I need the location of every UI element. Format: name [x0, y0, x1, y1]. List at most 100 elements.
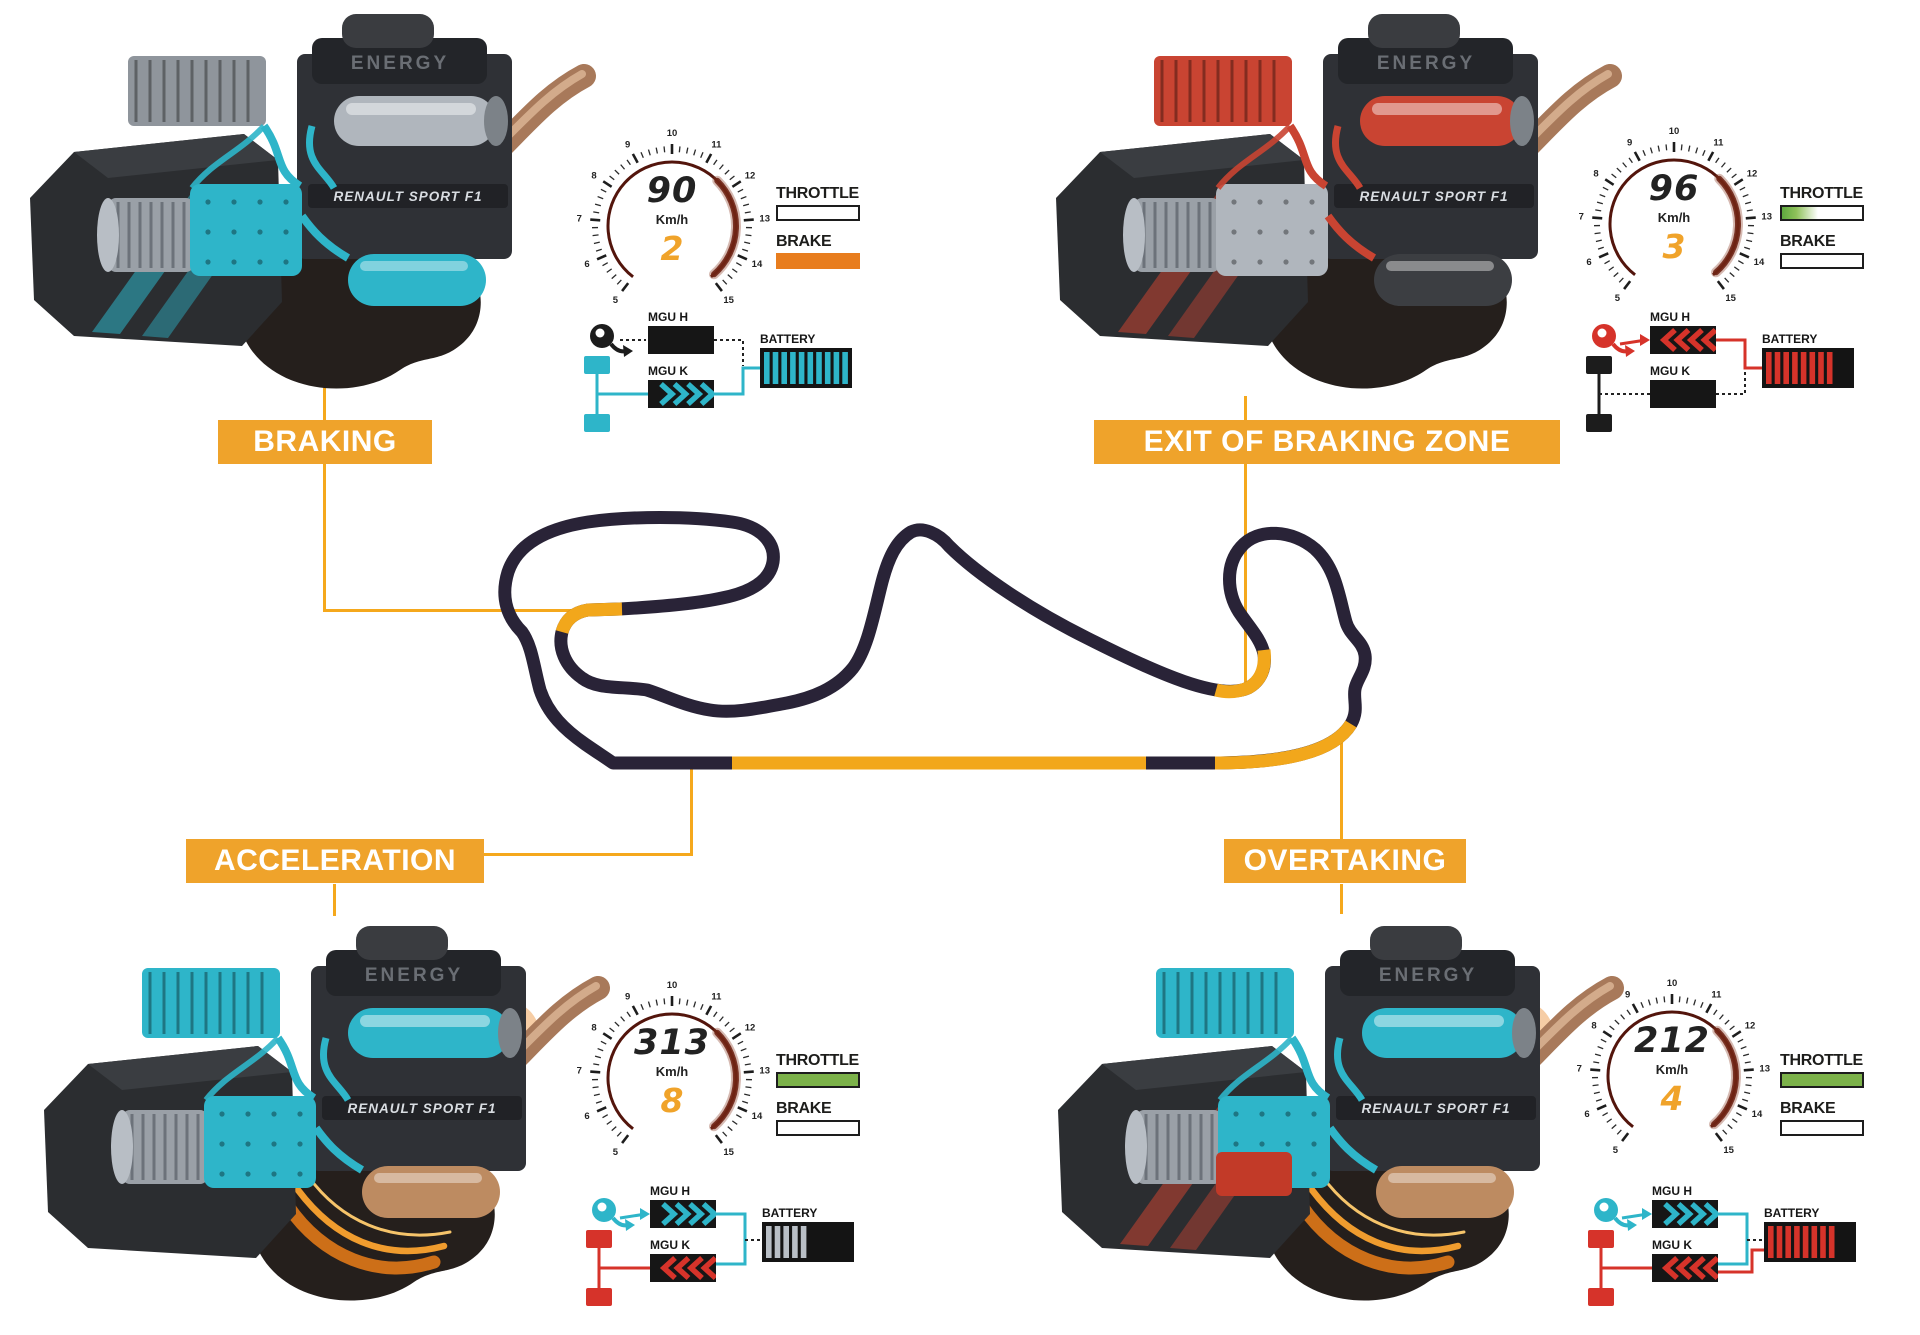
- svg-text:15: 15: [1725, 293, 1736, 304]
- track-highlight-segment: [555, 602, 623, 635]
- energy-store-cylinder: [348, 1008, 510, 1058]
- svg-text:12: 12: [745, 170, 756, 181]
- mgu-h-cylinder: [1374, 254, 1512, 306]
- svg-text:9: 9: [625, 991, 630, 1002]
- throttle-bar: [776, 1072, 860, 1088]
- connector-line: [323, 464, 326, 612]
- brake-label: BRAKE: [1780, 1100, 1836, 1117]
- throttle-fill: [1782, 1074, 1862, 1086]
- svg-text:ENERGY: ENERGY: [351, 53, 449, 74]
- brake-bar: [776, 253, 860, 269]
- svg-text:MGU K: MGU K: [1650, 364, 1690, 378]
- brake-fill: [778, 255, 858, 267]
- ers-box: [128, 56, 266, 126]
- svg-text:9: 9: [1625, 989, 1630, 1000]
- svg-text:7: 7: [1577, 1064, 1582, 1075]
- connector-line: [1340, 727, 1343, 839]
- throttle-fill: [1782, 207, 1818, 219]
- svg-text:6: 6: [584, 259, 589, 270]
- gear-value: 3: [1662, 227, 1686, 266]
- energy-store-cylinder: [1362, 1008, 1524, 1058]
- svg-text:ENERGY: ENERGY: [1379, 965, 1477, 986]
- svg-text:13: 13: [759, 1066, 770, 1077]
- gear-value: 2: [660, 229, 684, 268]
- wheels-icon: [1588, 1230, 1614, 1248]
- ers-box: [1154, 56, 1292, 126]
- svg-text:15: 15: [723, 1147, 734, 1158]
- svg-text:MGU K: MGU K: [648, 364, 688, 378]
- speed-unit: Km/h: [655, 212, 689, 227]
- svg-text:5: 5: [613, 1147, 619, 1158]
- svg-text:BATTERY: BATTERY: [1764, 1206, 1819, 1220]
- svg-text:14: 14: [752, 1111, 763, 1122]
- svg-text:10: 10: [1669, 126, 1680, 137]
- throttle-bar: [1780, 205, 1864, 221]
- circuit-map: [498, 511, 1372, 770]
- throttle-bar: [776, 205, 860, 221]
- svg-text:10: 10: [1667, 978, 1678, 989]
- svg-text:10: 10: [667, 980, 678, 991]
- svg-text:10: 10: [667, 128, 678, 139]
- zone-label-overtaking: OVERTAKING: [1224, 839, 1466, 883]
- brake-label: BRAKE: [776, 1100, 832, 1117]
- svg-text:BATTERY: BATTERY: [762, 1206, 817, 1220]
- mgu-h-cylinder: [348, 254, 486, 306]
- svg-text:MGU K: MGU K: [1652, 1238, 1692, 1252]
- connector-line: [1244, 396, 1247, 420]
- flame: [1295, 1199, 1455, 1275]
- brake-bar: [776, 1120, 860, 1136]
- throttle-fill: [778, 1074, 858, 1086]
- wheels-icon: [586, 1230, 612, 1248]
- svg-text:13: 13: [1759, 1064, 1770, 1075]
- svg-text:9: 9: [625, 139, 630, 150]
- zone-label-braking: BRAKING: [218, 420, 432, 464]
- throttle-label: THROTTLE: [776, 185, 859, 202]
- connector-line: [333, 884, 336, 916]
- svg-text:ENERGY: ENERGY: [365, 965, 463, 986]
- gear-value: 4: [1660, 1079, 1684, 1118]
- energy-flow-diagram: MGU H MGU K BATTERY: [584, 310, 852, 432]
- connector-line: [1244, 464, 1247, 686]
- mgu-h-box: [648, 326, 714, 354]
- svg-text:14: 14: [1752, 1109, 1763, 1120]
- ers-box: [1156, 968, 1294, 1038]
- svg-text:15: 15: [723, 295, 734, 306]
- svg-text:8: 8: [591, 170, 596, 181]
- svg-text:MGU H: MGU H: [1652, 1184, 1692, 1198]
- connector-line: [1340, 884, 1343, 914]
- speed-value: 212: [1633, 1021, 1711, 1061]
- pedal-indicators: THROTTLE BRAKE: [1780, 185, 1870, 281]
- brake-label: BRAKE: [776, 233, 832, 250]
- brake-bar: [1780, 253, 1864, 269]
- svg-text:7: 7: [1579, 212, 1584, 223]
- mgu-k-unit: [190, 184, 302, 276]
- throttle-bar: [1780, 1072, 1864, 1088]
- svg-text:5: 5: [1613, 1145, 1619, 1156]
- svg-text:6: 6: [1586, 257, 1591, 268]
- svg-text:13: 13: [759, 214, 770, 225]
- svg-text:14: 14: [752, 259, 763, 270]
- speed-value: 96: [1648, 169, 1700, 209]
- throttle-label: THROTTLE: [776, 1052, 859, 1069]
- svg-text:12: 12: [1745, 1020, 1756, 1031]
- mgu-k-unit: [1216, 184, 1328, 276]
- svg-text:MGU H: MGU H: [650, 1184, 690, 1198]
- speed-value: 90: [646, 171, 698, 211]
- svg-text:11: 11: [1711, 989, 1722, 1000]
- track-highlight-segment: [1214, 649, 1271, 699]
- svg-text:MGU H: MGU H: [648, 310, 688, 324]
- svg-text:BATTERY: BATTERY: [760, 332, 815, 346]
- mgu-h-cylinder: [362, 1166, 500, 1218]
- turbo-icon: [1594, 1198, 1637, 1231]
- track-highlight-segment: [1214, 720, 1357, 770]
- speed-unit: Km/h: [655, 1064, 689, 1079]
- connector-line: [323, 609, 577, 612]
